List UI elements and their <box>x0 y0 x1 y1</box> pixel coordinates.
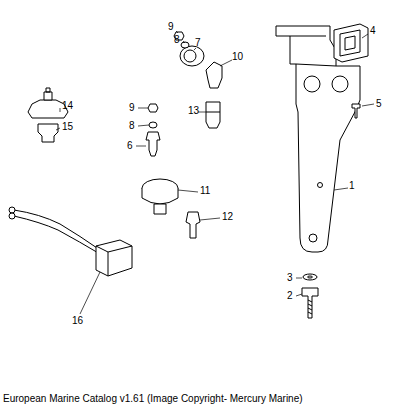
bracket-bend <box>290 36 336 66</box>
sender-terminal <box>44 88 52 100</box>
callout-number: 5 <box>376 99 382 109</box>
leader-lines <box>56 31 374 314</box>
callout-number: 8 <box>174 35 180 45</box>
callout-number: 2 <box>287 291 293 301</box>
wire-terminal <box>9 207 15 213</box>
coil <box>96 240 132 276</box>
washer <box>181 42 189 48</box>
fitting <box>206 102 220 128</box>
bolt-thread <box>308 300 312 314</box>
temperature-sender <box>146 132 160 156</box>
callout-number: 4 <box>370 26 376 36</box>
callout-number: 16 <box>72 316 83 326</box>
nut <box>148 104 158 112</box>
callout-number: 12 <box>222 212 233 222</box>
sensor-fitting <box>186 212 200 238</box>
callout-number: 11 <box>200 186 210 196</box>
switch-base <box>142 188 178 204</box>
callout-number: 9 <box>129 103 135 113</box>
callout-number: 13 <box>188 106 199 116</box>
bracket-hole <box>318 183 323 188</box>
bolt <box>302 288 318 318</box>
screw <box>352 104 360 118</box>
adapter <box>38 124 58 142</box>
wire-terminal <box>9 213 15 219</box>
washer <box>149 122 157 128</box>
callout-number: 3 <box>287 273 293 283</box>
callout-number: 10 <box>232 52 243 62</box>
coil-edge <box>96 246 132 276</box>
wire <box>14 210 100 254</box>
fitting-detail <box>206 112 220 113</box>
bracket-hole <box>304 76 320 92</box>
washer-hole <box>308 276 313 278</box>
callout-number: 14 <box>62 101 73 111</box>
washer <box>303 274 317 280</box>
switch-stem <box>154 204 166 214</box>
caption: European Marine Catalog v1.61 (Image Cop… <box>3 393 303 404</box>
callout-number: 9 <box>168 22 174 32</box>
callout-number: 15 <box>62 122 73 132</box>
sender-face <box>184 50 196 62</box>
elbow-fitting <box>206 62 222 88</box>
callout-number: 8 <box>129 121 135 131</box>
sender-body <box>180 46 204 66</box>
sensor-switch <box>334 24 368 62</box>
callout-number: 1 <box>349 181 355 191</box>
sensor-switch-detail <box>340 30 360 56</box>
callout-number: 7 <box>195 38 201 48</box>
bracket-hole <box>332 76 348 92</box>
bracket-hole <box>309 234 317 242</box>
callout-number: 6 <box>127 141 133 151</box>
